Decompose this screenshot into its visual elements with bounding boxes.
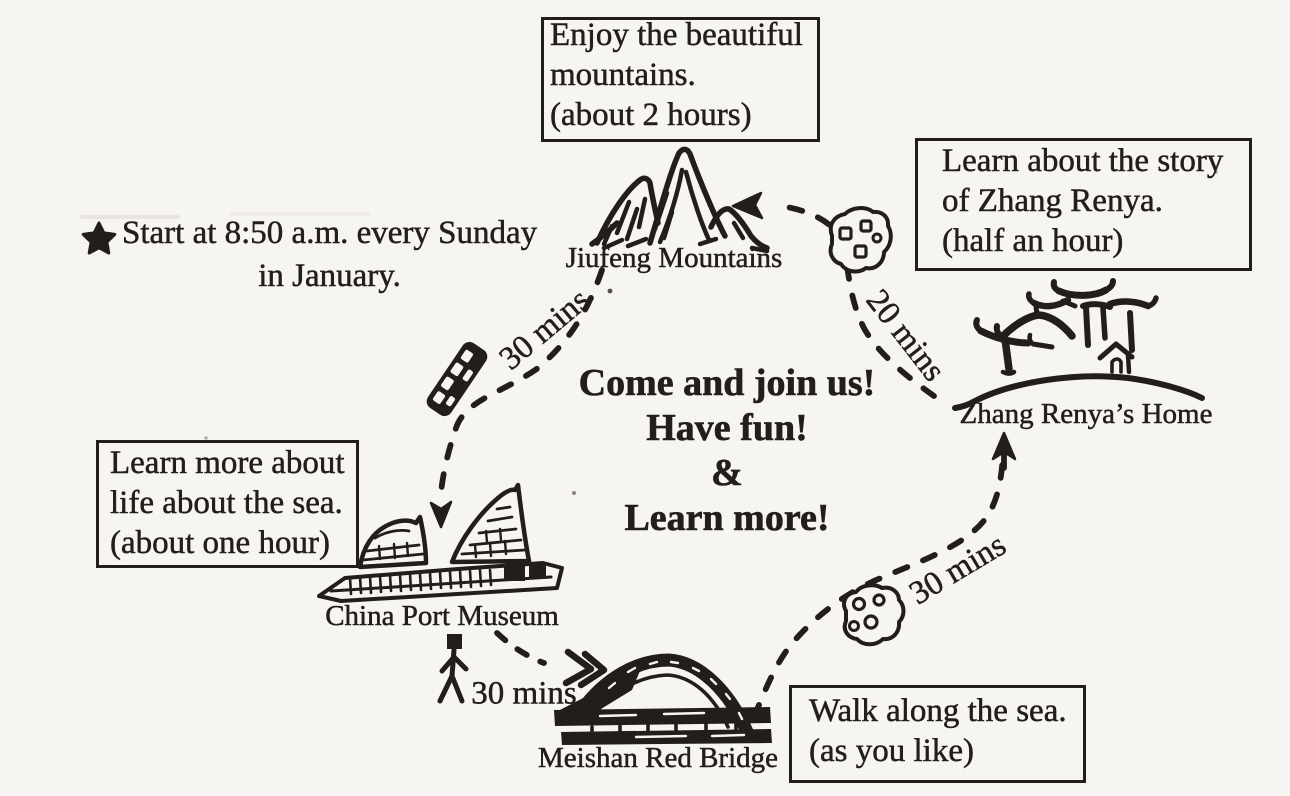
info-box-walk-line2: (as you like): [809, 733, 974, 770]
motto-line4: Learn more!: [624, 497, 830, 540]
info-box-sea: Learn more about life about the sea. (ab…: [96, 440, 359, 568]
info-box-story-line2: of Zhang Renya.: [942, 183, 1163, 220]
star-icon: [81, 221, 117, 255]
arrowhead-to-home: [991, 431, 1017, 461]
info-box-story: Learn about the story of Zhang Renya. (h…: [915, 138, 1252, 271]
motto-line1: Come and join us!: [578, 362, 876, 405]
route-home-to-mountains: [731, 191, 937, 399]
china-port-museum-drawing: [317, 482, 564, 603]
bus-icon: [426, 341, 488, 417]
label-zhang-renya-home: Zhang Renya’s Home: [959, 398, 1213, 431]
motto-line2: Have fun!: [646, 407, 808, 450]
info-box-sea-line1: Learn more about: [110, 445, 345, 482]
start-note-line2: in January.: [258, 258, 401, 295]
info-box-sea-line2: life about the sea.: [110, 485, 343, 522]
arrowhead-to-mountains: [731, 191, 764, 220]
start-note: Start at 8:50 a.m. every Sunday in Janua…: [122, 212, 538, 298]
motto-line3: &: [711, 452, 743, 495]
info-box-story-line1: Learn about the story: [942, 143, 1224, 180]
rock-bottom-drawing: [842, 583, 906, 647]
route-bridge-to-home: [751, 431, 1017, 720]
label-meishan-red-bridge: Meishan Red Bridge: [537, 742, 779, 775]
meishan-red-bridge-drawing: [554, 653, 772, 745]
walking-person-icon: [437, 634, 469, 704]
info-box-sea-line3: (about one hour): [110, 525, 330, 562]
info-box-mountains-line1: Enjoy the beautiful: [550, 17, 803, 54]
route-museum-to-bridge: [494, 630, 608, 689]
jiufeng-mountains-drawing: [589, 146, 770, 254]
zhang-renya-home-drawing: [952, 278, 1205, 411]
scan-smudges: [80, 170, 1218, 495]
arrowhead-to-bridge: [562, 648, 608, 689]
info-box-mountains-line2: mountains.: [550, 57, 696, 94]
label-china-port-museum: China Port Museum: [325, 600, 559, 633]
center-motto: Come and join us! Have fun! & Learn more…: [578, 361, 876, 541]
label-jiufeng-mountains: Jiufeng Mountains: [565, 242, 783, 275]
info-box-mountains-line3: (about 2 hours): [550, 97, 752, 134]
rock-top-drawing: [828, 206, 893, 274]
info-box-walk-line1: Walk along the sea.: [809, 693, 1067, 730]
info-box-walk: Walk along the sea. (as you like): [789, 685, 1086, 783]
route-mountains-to-museum: [429, 267, 605, 529]
arrowhead-to-museum: [429, 500, 453, 529]
start-note-line1: Start at 8:50 a.m. every Sunday: [122, 215, 538, 252]
info-box-mountains: Enjoy the beautiful mountains. (about 2 …: [541, 17, 820, 142]
duration-museum-to-bridge: 30 mins: [471, 675, 577, 712]
info-box-story-line3: (half an hour): [942, 223, 1124, 260]
